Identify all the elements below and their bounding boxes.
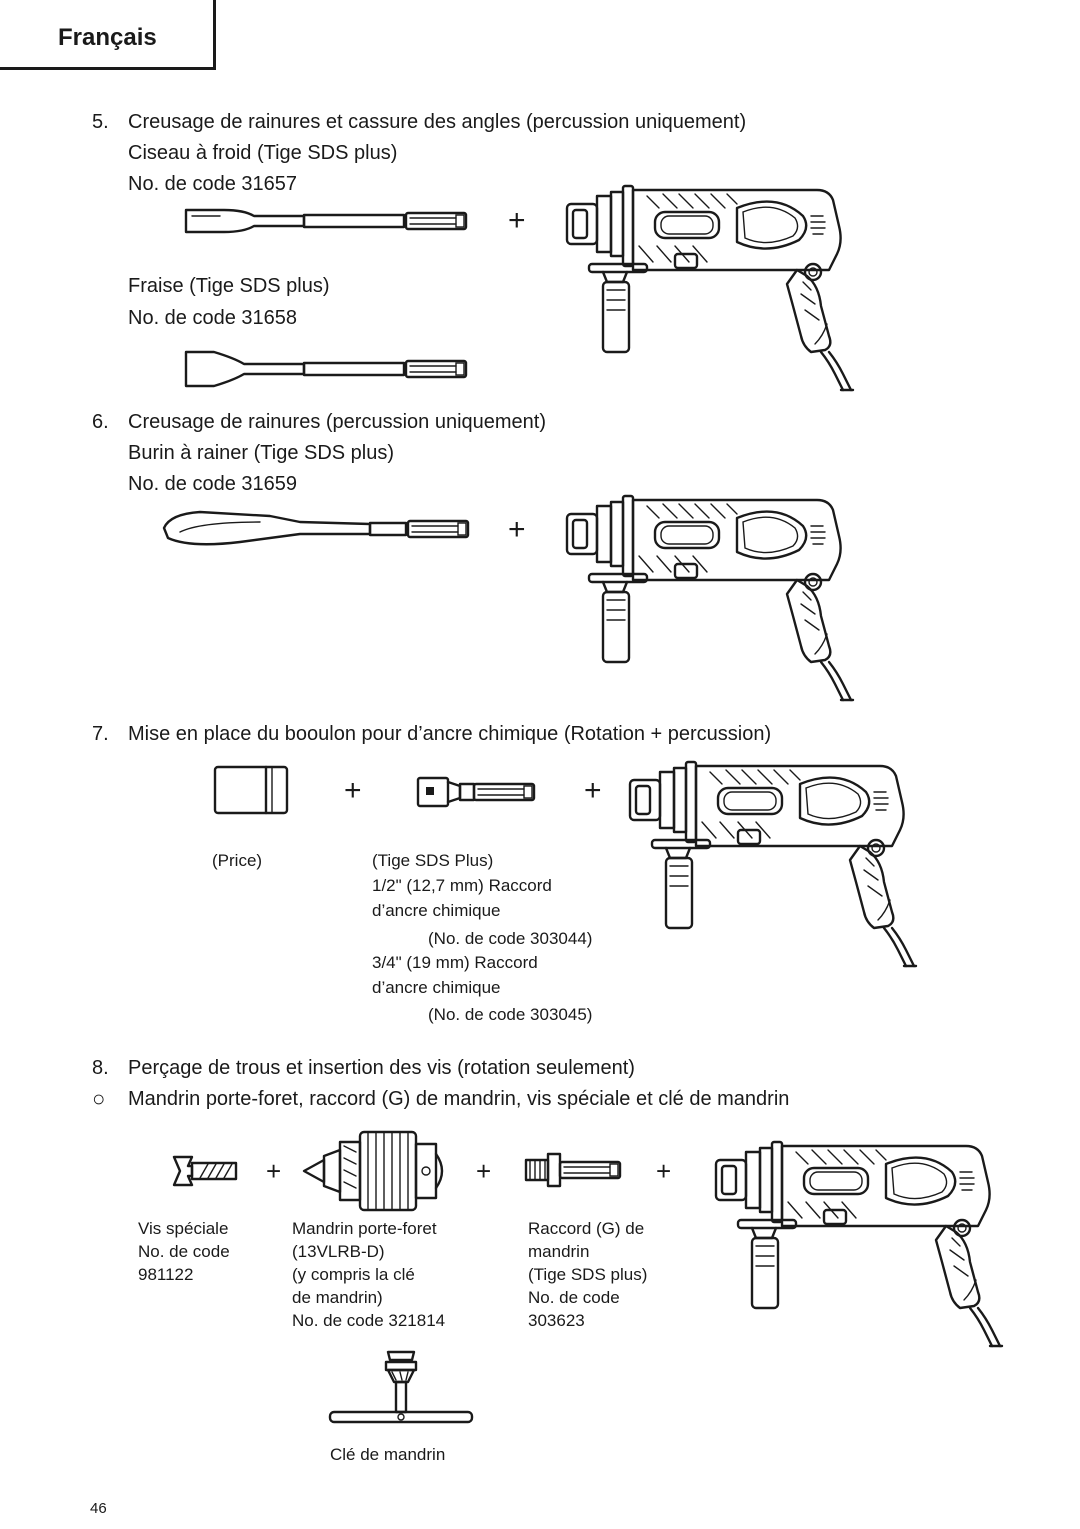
hammer-drill-illustration-1 (565, 184, 855, 392)
flat-chisel-code: No. de code 31658 (128, 307, 298, 329)
sds-line-1: (Tige SDS Plus) (372, 851, 494, 870)
adapter-line-1: Raccord (G) de (528, 1219, 645, 1238)
adapter-line-3: (Tige SDS plus) (528, 1265, 648, 1284)
screw-line-3: 981122 (138, 1265, 194, 1284)
chuck-key-label: Clé de mandrin (330, 1445, 446, 1464)
plus-sign: + (266, 1156, 282, 1186)
chuck-line-2: (13VLRB-D) (292, 1242, 385, 1261)
hammer-drill-illustration-2 (565, 494, 855, 702)
language-label: Français (58, 24, 157, 51)
section-8-title: Perçage de trous et insertion des vis (r… (128, 1057, 635, 1079)
drill-chuck-illustration (302, 1130, 444, 1212)
flat-chisel-name: Fraise (Tige SDS plus) (128, 275, 330, 297)
bullet-circle: ○ (92, 1086, 106, 1111)
plus-sign: + (344, 774, 362, 807)
special-screw-illustration (172, 1155, 238, 1187)
section-8-number: 8. (92, 1057, 109, 1079)
gouge-chisel-illustration (162, 510, 470, 546)
plus-sign: + (476, 1156, 492, 1186)
hammer-drill-illustration-3 (628, 760, 918, 968)
sds-line-5: 3/4" (19 mm) Raccord (372, 953, 538, 972)
section-6-number: 6. (92, 411, 109, 433)
section-8-bullet-text: Mandrin porte-foret, raccord (G) de mand… (128, 1088, 790, 1110)
sds-line-7: (No. de code 303045) (428, 1005, 593, 1024)
flat-chisel-illustration (184, 350, 468, 388)
section-5-number: 5. (92, 111, 109, 133)
gouge-chisel-name: Burin à rainer (Tige SDS plus) (128, 442, 395, 464)
chemical-anchor-adapter-illustration (416, 776, 536, 808)
hammer-drill-illustration-4 (714, 1140, 1004, 1348)
price-label: (Price) (212, 851, 263, 870)
adapter-line-4: No. de code (528, 1288, 620, 1307)
plus-sign: + (656, 1156, 672, 1186)
chuck-key-illustration (328, 1350, 474, 1424)
chuck-adapter-illustration (524, 1152, 622, 1188)
plus-sign: + (508, 204, 526, 237)
sds-line-3: d’ancre chimique (372, 901, 501, 920)
gouge-chisel-code: No. de code 31659 (128, 473, 298, 495)
plus-sign: + (584, 774, 602, 807)
chuck-line-3: (y compris la clé (292, 1265, 415, 1284)
chuck-line-1: Mandrin porte-foret (292, 1219, 437, 1238)
section-7-number: 7. (92, 723, 109, 745)
cold-chisel-name: Ciseau à froid (Tige SDS plus) (128, 142, 398, 164)
screw-line-1: Vis spéciale (138, 1219, 229, 1238)
plus-sign: + (508, 513, 526, 546)
cold-chisel-illustration (184, 208, 468, 234)
adapter-line-5: 303623 (528, 1311, 585, 1330)
section-6-title: Creusage de rainures (percussion uniquem… (128, 411, 547, 433)
screw-line-2: No. de code (138, 1242, 230, 1261)
chuck-line-5: No. de code 321814 (292, 1311, 446, 1330)
chuck-line-4: de mandrin) (292, 1288, 383, 1307)
sds-line-2: 1/2" (12,7 mm) Raccord (372, 876, 552, 895)
sds-line-6: d’ancre chimique (372, 978, 501, 997)
adapter-line-2: mandrin (528, 1242, 590, 1261)
cold-chisel-code: No. de code 31657 (128, 173, 298, 195)
language-tab: Français (0, 0, 216, 70)
sds-line-4: (No. de code 303044) (428, 929, 593, 948)
socket-illustration (213, 765, 289, 815)
page-number: 46 (90, 1500, 107, 1517)
section-5-title: Creusage de rainures et cassure des angl… (128, 111, 747, 133)
section-7-title: Mise en place du booulon pour d’ancre ch… (128, 723, 772, 745)
